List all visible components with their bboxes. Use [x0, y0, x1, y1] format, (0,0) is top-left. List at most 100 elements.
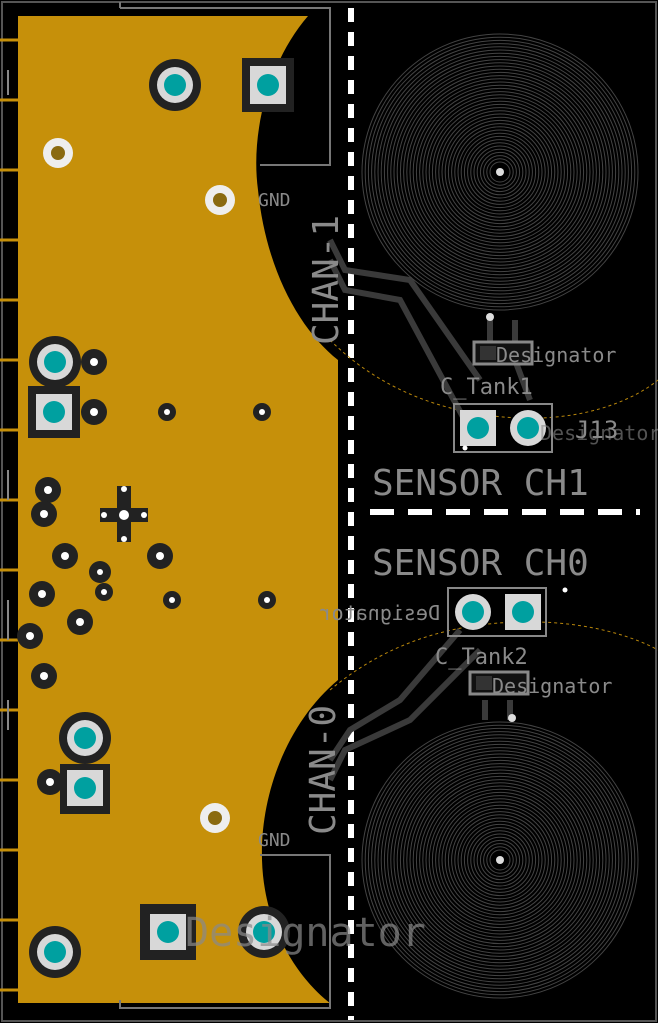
- coil-turn: [431, 103, 569, 241]
- c-tank2-label: C_Tank2: [435, 645, 528, 670]
- coil-turn: [486, 158, 514, 186]
- coil-turn: [460, 132, 540, 212]
- coil-turn: [393, 65, 607, 279]
- coil-turn: [419, 779, 581, 941]
- coil-turn: [447, 119, 553, 225]
- c-tank1-drill2: [517, 417, 539, 439]
- coil-bottom-center: [496, 856, 504, 864]
- coil-turn: [367, 39, 633, 305]
- coil-turn: [438, 798, 562, 922]
- small-vias: [462, 445, 568, 593]
- coil-turn: [409, 81, 591, 263]
- coil-turn: [467, 139, 533, 205]
- chan0-label: CHAN-0: [303, 705, 344, 835]
- coil-turn: [361, 721, 639, 999]
- bottom-connector-outline: [119, 854, 331, 1009]
- coil-turn: [454, 814, 546, 906]
- gnd-top-label: GND: [258, 190, 291, 211]
- spiral-coil-icon: [361, 33, 639, 311]
- sensor-ch1-label: SENSOR CH1: [372, 463, 589, 504]
- c-tank1-drill1: [467, 417, 489, 439]
- coil-turn: [486, 846, 514, 874]
- coil-turn: [403, 763, 597, 957]
- coil-turn: [454, 126, 546, 218]
- coil-turn: [483, 843, 517, 877]
- c-tank1-label: C_Tank1: [440, 375, 533, 400]
- spiral-coil-icon: [361, 721, 639, 999]
- coil-turn: [473, 833, 527, 887]
- coil-turn: [422, 94, 578, 250]
- coil-turn: [444, 116, 556, 228]
- coil-turn: [387, 747, 613, 973]
- coil-turn: [412, 772, 588, 948]
- coil-turn: [447, 807, 553, 913]
- coil-turn: [470, 142, 530, 202]
- coil-turn: [438, 110, 562, 234]
- coil-turn: [419, 91, 581, 253]
- small-pads: [17, 138, 276, 833]
- c-tank2-drill2: [512, 601, 534, 623]
- coil-turn: [479, 839, 521, 881]
- coil-turn: [383, 55, 617, 289]
- coil-turn: [463, 823, 537, 897]
- coil-turn: [479, 151, 521, 193]
- coil-turn: [390, 62, 610, 282]
- chan1-label: CHAN-1: [306, 215, 347, 345]
- coil-turn: [441, 113, 559, 231]
- coil-turn: [380, 740, 620, 980]
- gnd-bottom-label: GND: [258, 830, 291, 851]
- sensor-ch0-label: SENSOR CH0: [372, 543, 589, 584]
- coil-turn: [460, 820, 540, 900]
- coil-turn: [444, 804, 556, 916]
- designator-large-label: Designator: [185, 910, 426, 956]
- via-cluster: [100, 486, 148, 542]
- coil-turn: [441, 801, 559, 919]
- coil-turn: [403, 75, 597, 269]
- coil-turn: [428, 788, 572, 932]
- coil-turn: [371, 731, 629, 989]
- coil-turn: [396, 68, 604, 276]
- coil-turn: [451, 123, 549, 221]
- coil-turn: [483, 155, 517, 189]
- coil-turn: [435, 107, 565, 237]
- coil-turn: [364, 36, 636, 308]
- coil-turn: [377, 737, 623, 983]
- designator-mirrored-label: Designator: [320, 601, 440, 625]
- coil-turn: [463, 135, 537, 209]
- via-top-1: [486, 313, 494, 321]
- coil-turn: [415, 87, 585, 257]
- coil-turn: [374, 46, 626, 298]
- coil-turn: [364, 724, 636, 996]
- coil-turn: [422, 782, 578, 938]
- coil-turn: [406, 766, 594, 954]
- top-connector-outline: [119, 2, 331, 166]
- coil-top-center: [496, 168, 504, 176]
- c-tank2-drill1: [462, 601, 484, 623]
- designator-bottom-label: Designator: [492, 674, 612, 698]
- coil-turn: [489, 161, 511, 183]
- tht-pads: [28, 58, 294, 978]
- coil-turn: [399, 759, 601, 961]
- smd-pad-bottom-inner: [476, 676, 492, 690]
- coil-turn: [457, 817, 543, 903]
- via-bottom-1: [508, 714, 516, 722]
- coil-turn: [371, 43, 629, 301]
- coil-turn: [374, 734, 626, 986]
- coil-turn: [409, 769, 591, 951]
- coil-turn: [406, 78, 594, 266]
- coil-turn: [457, 129, 543, 215]
- coil-turn: [467, 827, 533, 893]
- coil-turn: [383, 743, 617, 977]
- coil-turn: [361, 33, 639, 311]
- c-tank2-outline: [447, 587, 547, 637]
- coil-turn: [425, 785, 575, 935]
- coil-turn: [473, 145, 527, 199]
- coil-turn: [476, 148, 524, 196]
- coil-turn: [489, 849, 511, 871]
- coil-turn: [476, 836, 524, 884]
- j13-label: J13: [575, 416, 618, 444]
- coil-turn: [399, 71, 601, 273]
- coil-turn: [387, 59, 613, 285]
